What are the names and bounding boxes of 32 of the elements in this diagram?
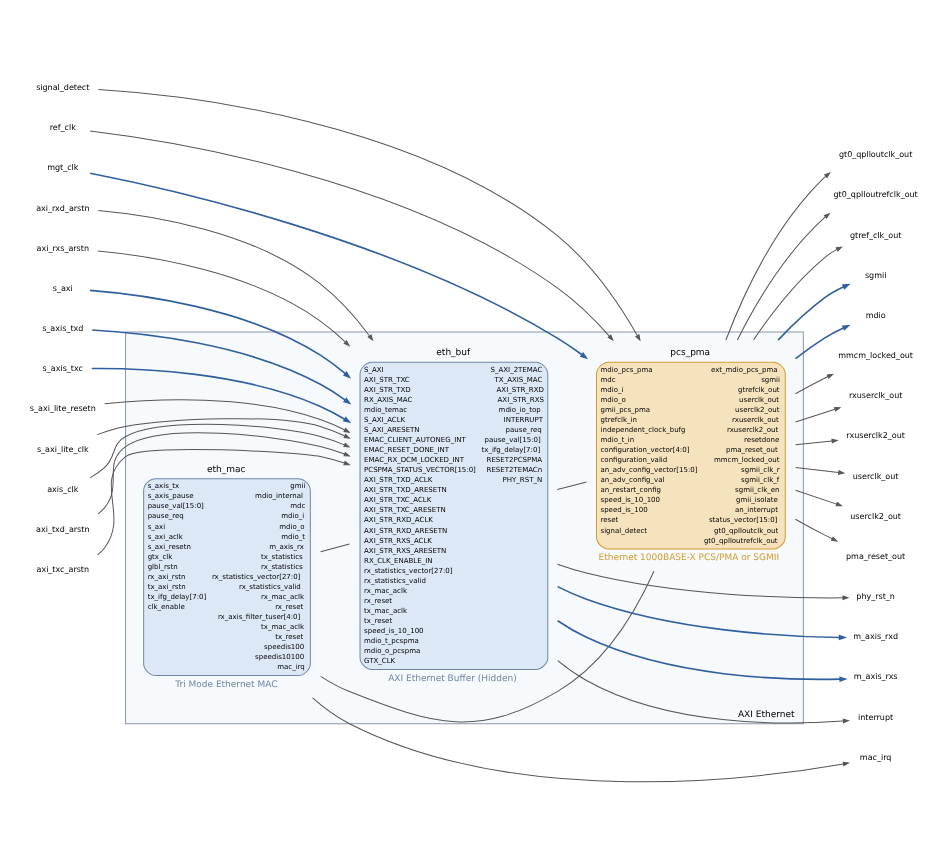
arrow [89,423,350,479]
arrow [736,213,830,341]
connector [320,570,655,723]
arrow [89,130,614,341]
arrow [794,518,838,542]
arrow [89,289,352,379]
arrow [97,250,350,347]
arrow [777,283,851,341]
arrow [794,324,851,360]
arrow [556,619,848,683]
arrow [725,172,831,341]
arrow [97,449,350,556]
arrow [556,585,848,641]
arrow [557,660,849,724]
arrow [97,210,374,341]
arrow [97,432,350,515]
arrow [794,373,834,395]
arrow [312,697,849,783]
arrow [795,438,838,446]
connector [556,481,587,490]
arrow [795,489,842,507]
arrow [89,172,589,360]
arrow [91,329,352,405]
arrow [556,563,849,601]
arrow [795,467,845,475]
arrow [98,89,641,341]
connector [320,543,350,553]
arrow [104,399,350,433]
arrow [795,407,841,423]
arrow [753,246,842,341]
arrow [90,367,352,424]
arrow [96,418,350,439]
